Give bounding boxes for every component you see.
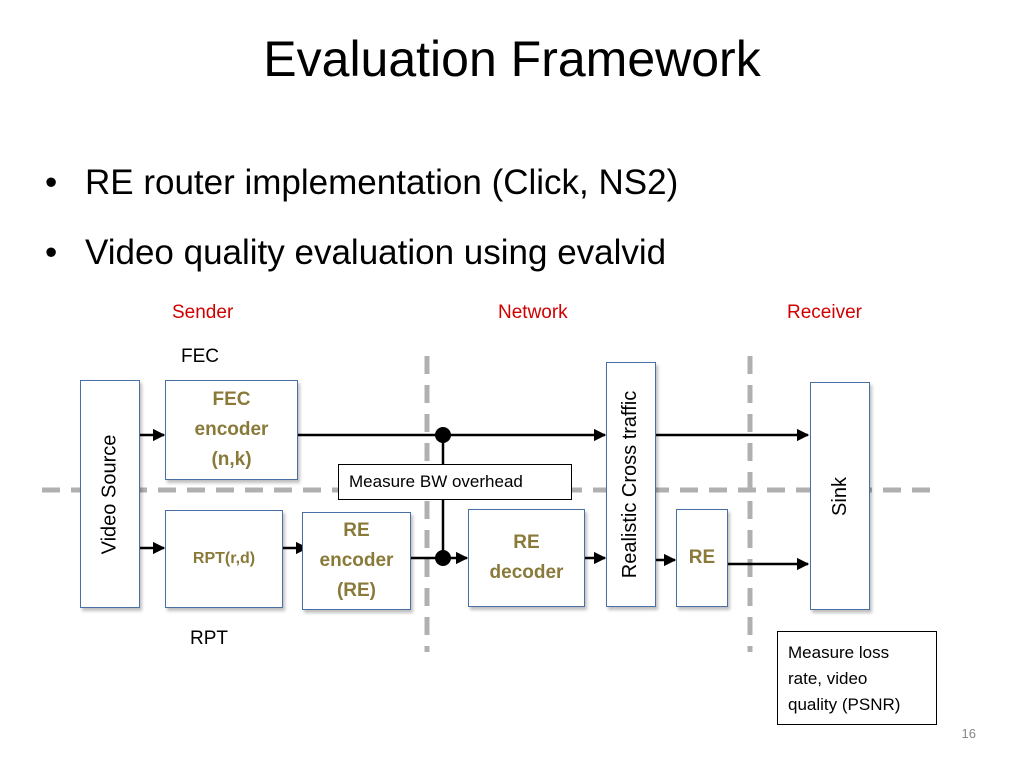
re-box: RE <box>676 509 728 607</box>
bullet-item: • RE router implementation (Click, NS2) <box>45 148 678 218</box>
re-decoder-box: RE decoder <box>468 509 585 607</box>
page-number: 16 <box>961 726 976 741</box>
rpt-box: RPT(r,d) <box>165 510 283 608</box>
fec-label: FEC <box>181 346 219 367</box>
rpt-label: RPT <box>190 628 228 649</box>
loss-rate-note: Measure loss rate, video quality (PSNR) <box>777 631 937 725</box>
re-encoder-text: RE encoder (RE) <box>319 520 394 601</box>
video-source-box: Video Source <box>80 380 140 608</box>
bullet-glyph: • <box>45 233 58 272</box>
rpt-text: RPT(r,d) <box>192 550 256 567</box>
bullet-text: RE router implementation (Click, NS2) <box>85 163 679 202</box>
slide-title: Evaluation Framework <box>263 31 761 87</box>
sender-label: Sender <box>172 302 234 323</box>
re-decoder-text: RE decoder <box>489 532 564 583</box>
re-text: RE <box>688 547 716 568</box>
cross-traffic-text: Realistic Cross traffic <box>619 390 642 579</box>
bullet-text: Video quality evaluation using evalvid <box>85 233 667 272</box>
bw-overhead-note: Measure BW overhead <box>338 464 572 500</box>
cross-traffic-box: Realistic Cross traffic <box>606 362 656 607</box>
sink-box: Sink <box>810 382 870 610</box>
sink-text: Sink <box>828 476 851 516</box>
re-encoder-box: RE encoder (RE) <box>302 512 411 610</box>
bullet-item: • Video quality evaluation using evalvid <box>45 218 678 288</box>
receiver-label: Receiver <box>787 302 862 323</box>
tap-dot-bottom <box>435 550 451 566</box>
video-source-text: Video Source <box>98 434 121 554</box>
tap-dot-top <box>435 427 451 443</box>
fec-encoder-box: FEC encoder (n,k) <box>165 380 298 480</box>
bullet-list: • RE router implementation (Click, NS2) … <box>45 148 678 288</box>
fec-encoder-text: FEC encoder (n,k) <box>194 389 269 470</box>
bullet-glyph: • <box>45 163 58 202</box>
network-label: Network <box>498 302 568 323</box>
